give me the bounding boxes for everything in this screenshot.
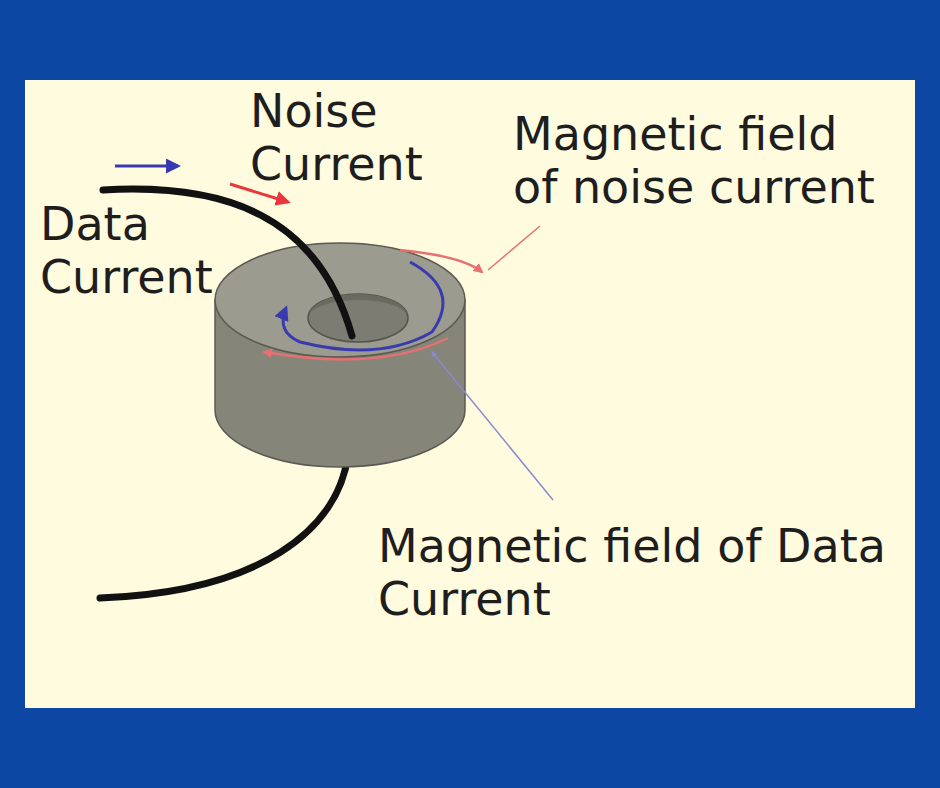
noise-field-arc xyxy=(400,250,482,272)
label: Noise Current xyxy=(250,85,445,191)
leader-line xyxy=(432,352,553,500)
label: Magnetic field of Data Current xyxy=(378,520,903,626)
panel xyxy=(25,80,915,708)
label: Data Current xyxy=(40,198,235,304)
data-current-arrow xyxy=(115,165,178,168)
data-field-arc xyxy=(283,262,443,350)
ferrite-core xyxy=(215,243,465,467)
leader-line xyxy=(488,226,540,270)
label: Magnetic field of noise current xyxy=(513,108,891,214)
wire xyxy=(100,455,348,598)
